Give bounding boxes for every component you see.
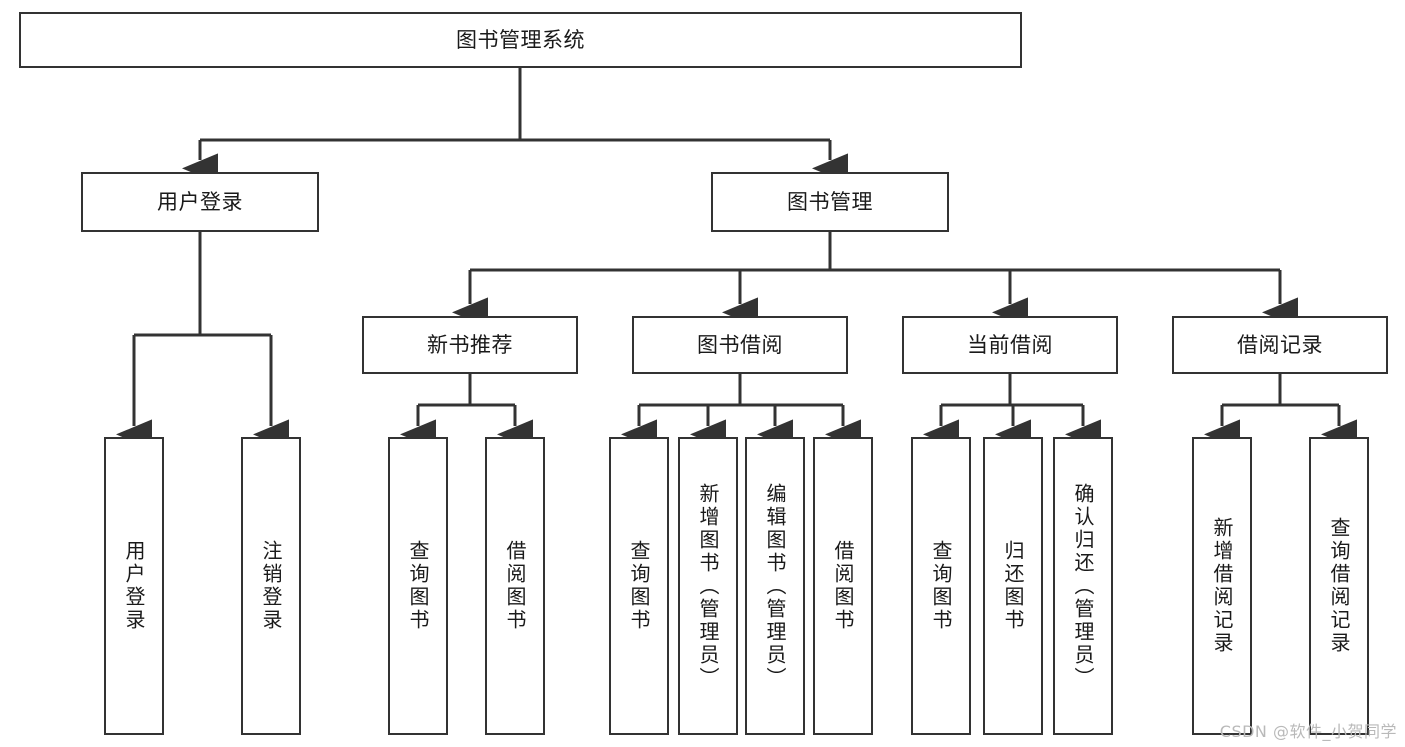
node-leaf-query-borrow-record[interactable]: 查询借阅记录 [1309, 437, 1369, 735]
node-leaf-user-login-label: 用户登录 [122, 540, 146, 632]
node-leaf-add-book-admin[interactable]: 新增图书（管理员） [678, 437, 738, 735]
node-leaf-borrow-book-label: 借阅图书 [831, 540, 855, 632]
node-leaf-confirm-return-admin-label: 确认归还（管理员） [1071, 482, 1095, 690]
node-leaf-borrow-book[interactable]: 借阅图书 [813, 437, 873, 735]
node-leaf-confirm-return-admin[interactable]: 确认归还（管理员） [1053, 437, 1113, 735]
watermark-text: CSDN @软件_小贺同学 [1219, 722, 1397, 741]
node-leaf-edit-book-admin[interactable]: 编辑图书（管理员） [745, 437, 805, 735]
node-leaf-add-book-admin-label: 新增图书（管理员） [696, 482, 720, 690]
node-book-manage-label: 图书管理 [787, 189, 873, 214]
node-borrow-record[interactable]: 借阅记录 [1172, 316, 1388, 374]
node-new-book-rec[interactable]: 新书推荐 [362, 316, 578, 374]
node-leaf-borrow-book-rec-label: 借阅图书 [503, 540, 527, 632]
node-leaf-borrow-book-rec[interactable]: 借阅图书 [485, 437, 545, 735]
node-leaf-return-book-label: 归还图书 [1001, 540, 1025, 632]
node-leaf-user-logout-label: 注销登录 [259, 540, 283, 632]
node-root-label: 图书管理系统 [456, 27, 585, 52]
node-borrow-record-label: 借阅记录 [1237, 332, 1323, 357]
node-leaf-query-book-current[interactable]: 查询图书 [911, 437, 971, 735]
node-leaf-edit-book-admin-label: 编辑图书（管理员） [763, 482, 787, 690]
node-leaf-user-login[interactable]: 用户登录 [104, 437, 164, 735]
node-leaf-query-borrow-record-label: 查询借阅记录 [1327, 517, 1351, 655]
node-leaf-query-book-borrow[interactable]: 查询图书 [609, 437, 669, 735]
node-book-borrow[interactable]: 图书借阅 [632, 316, 848, 374]
node-new-book-rec-label: 新书推荐 [427, 332, 513, 357]
node-leaf-query-book-current-label: 查询图书 [929, 540, 953, 632]
node-current-borrow[interactable]: 当前借阅 [902, 316, 1118, 374]
node-current-borrow-label: 当前借阅 [967, 332, 1053, 357]
node-book-borrow-label: 图书借阅 [697, 332, 783, 357]
node-leaf-query-book-rec-label: 查询图书 [406, 540, 430, 632]
node-user-login-label: 用户登录 [157, 189, 243, 214]
node-leaf-user-logout[interactable]: 注销登录 [241, 437, 301, 735]
node-root[interactable]: 图书管理系统 [19, 12, 1022, 68]
node-book-manage[interactable]: 图书管理 [711, 172, 949, 232]
node-leaf-query-book-rec[interactable]: 查询图书 [388, 437, 448, 735]
node-leaf-query-book-borrow-label: 查询图书 [627, 540, 651, 632]
node-leaf-add-borrow-record[interactable]: 新增借阅记录 [1192, 437, 1252, 735]
node-leaf-add-borrow-record-label: 新增借阅记录 [1210, 517, 1234, 655]
node-user-login[interactable]: 用户登录 [81, 172, 319, 232]
node-leaf-return-book[interactable]: 归还图书 [983, 437, 1043, 735]
